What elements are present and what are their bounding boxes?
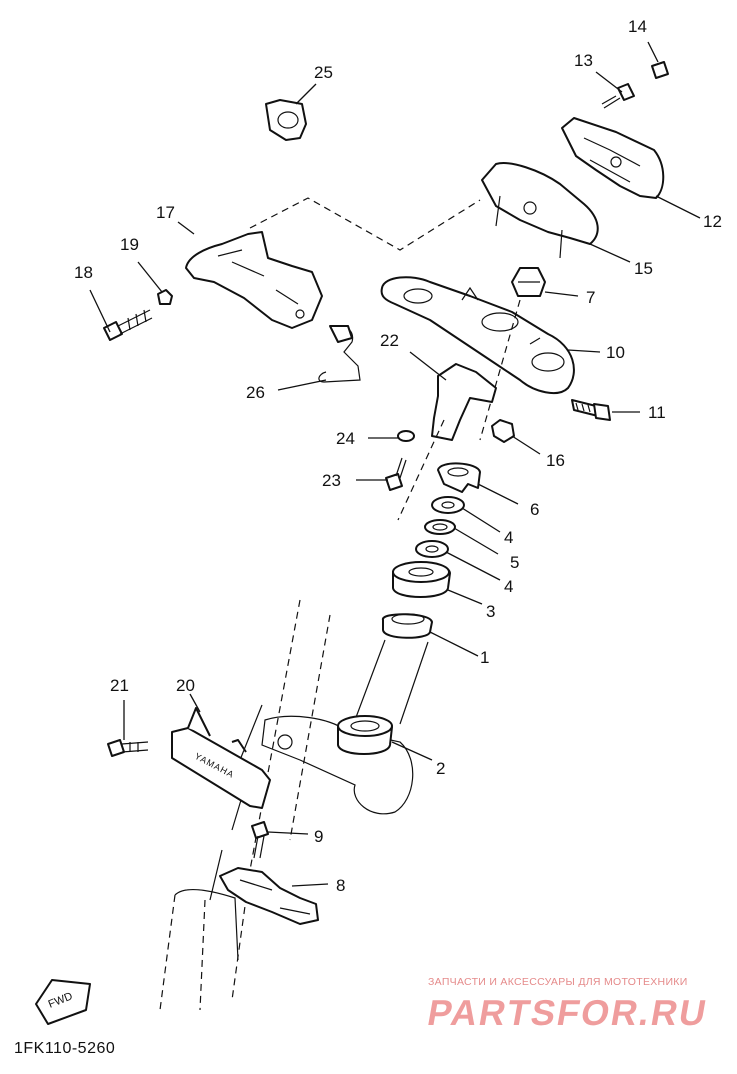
- label-10: 10: [606, 343, 625, 362]
- watermark-brand: PARTSFOR.RU: [424, 992, 712, 1033]
- bolt-9: [251, 821, 269, 859]
- lower-plate-8: [219, 867, 319, 925]
- emblem-plate-20: YAMAHA: [171, 707, 271, 809]
- label-12: 12: [703, 212, 722, 231]
- label-26: 26: [246, 383, 265, 402]
- steering-stem-1: [261, 613, 433, 815]
- label-7: 7: [586, 288, 595, 307]
- ring-nut-6: [437, 462, 481, 493]
- handlebar-clamp-12: [561, 117, 665, 199]
- label-6: 6: [530, 500, 539, 519]
- bearing-3: [392, 561, 451, 598]
- bolt-13: [601, 83, 635, 109]
- cap-nut-7: [511, 267, 546, 297]
- bearing-2: [337, 715, 393, 755]
- reference-code: 1FK110-5260: [14, 1040, 116, 1057]
- bolt-18: [103, 309, 153, 341]
- label-15: 15: [634, 259, 653, 278]
- label-2: 2: [436, 759, 445, 778]
- grommet-25: [265, 99, 307, 141]
- label-17: 17: [156, 203, 175, 222]
- label-4a: 4: [504, 528, 513, 547]
- label-11: 11: [648, 403, 666, 422]
- label-3: 3: [486, 602, 495, 621]
- bolt-21: [107, 739, 149, 757]
- label-21: 21: [110, 676, 129, 695]
- washer-4-upper: [431, 496, 465, 514]
- screw-23: [385, 457, 407, 491]
- handlebar-holder-15: [481, 162, 599, 259]
- label-4b: 4: [504, 577, 513, 596]
- label-1: 1: [480, 648, 489, 667]
- crown-bracket-10: [380, 276, 575, 441]
- label-16: 16: [546, 451, 565, 470]
- label-8: 8: [336, 876, 345, 895]
- fwd-arrow: FWD: [35, 979, 91, 1025]
- label-23: 23: [322, 471, 341, 490]
- frame-outline: [159, 599, 331, 1011]
- label-25: 25: [314, 63, 333, 82]
- nut-19: [157, 289, 173, 305]
- wire-clip-26: [318, 325, 361, 383]
- label-22: 22: [380, 331, 399, 350]
- bracket-17: [185, 231, 323, 329]
- assembly-dash-line: [249, 197, 481, 251]
- label-20: 20: [176, 676, 195, 695]
- bolt-11: [571, 399, 611, 421]
- cap-14: [651, 61, 669, 79]
- label-9: 9: [314, 827, 323, 846]
- label-24: 24: [336, 429, 355, 448]
- nut-16: [491, 419, 515, 443]
- label-13: 13: [574, 51, 593, 70]
- leader-lines: [89, 41, 701, 887]
- stay-22: [397, 363, 497, 521]
- washer-4-lower: [415, 540, 449, 558]
- label-19: 19: [120, 235, 139, 254]
- washer-24: [397, 430, 415, 442]
- label-14: 14: [628, 17, 647, 36]
- washer-5: [424, 519, 456, 535]
- label-18: 18: [74, 263, 93, 282]
- part-labels: 1 2 3 4 4 5 6 7 8 9 10 11 12 13 14 15 16…: [74, 17, 722, 895]
- watermark-subtitle: ЗАПЧАСТИ И АКСЕССУАРЫ ДЛЯ МОТОТЕХНИКИ: [428, 976, 688, 988]
- label-5: 5: [510, 553, 519, 572]
